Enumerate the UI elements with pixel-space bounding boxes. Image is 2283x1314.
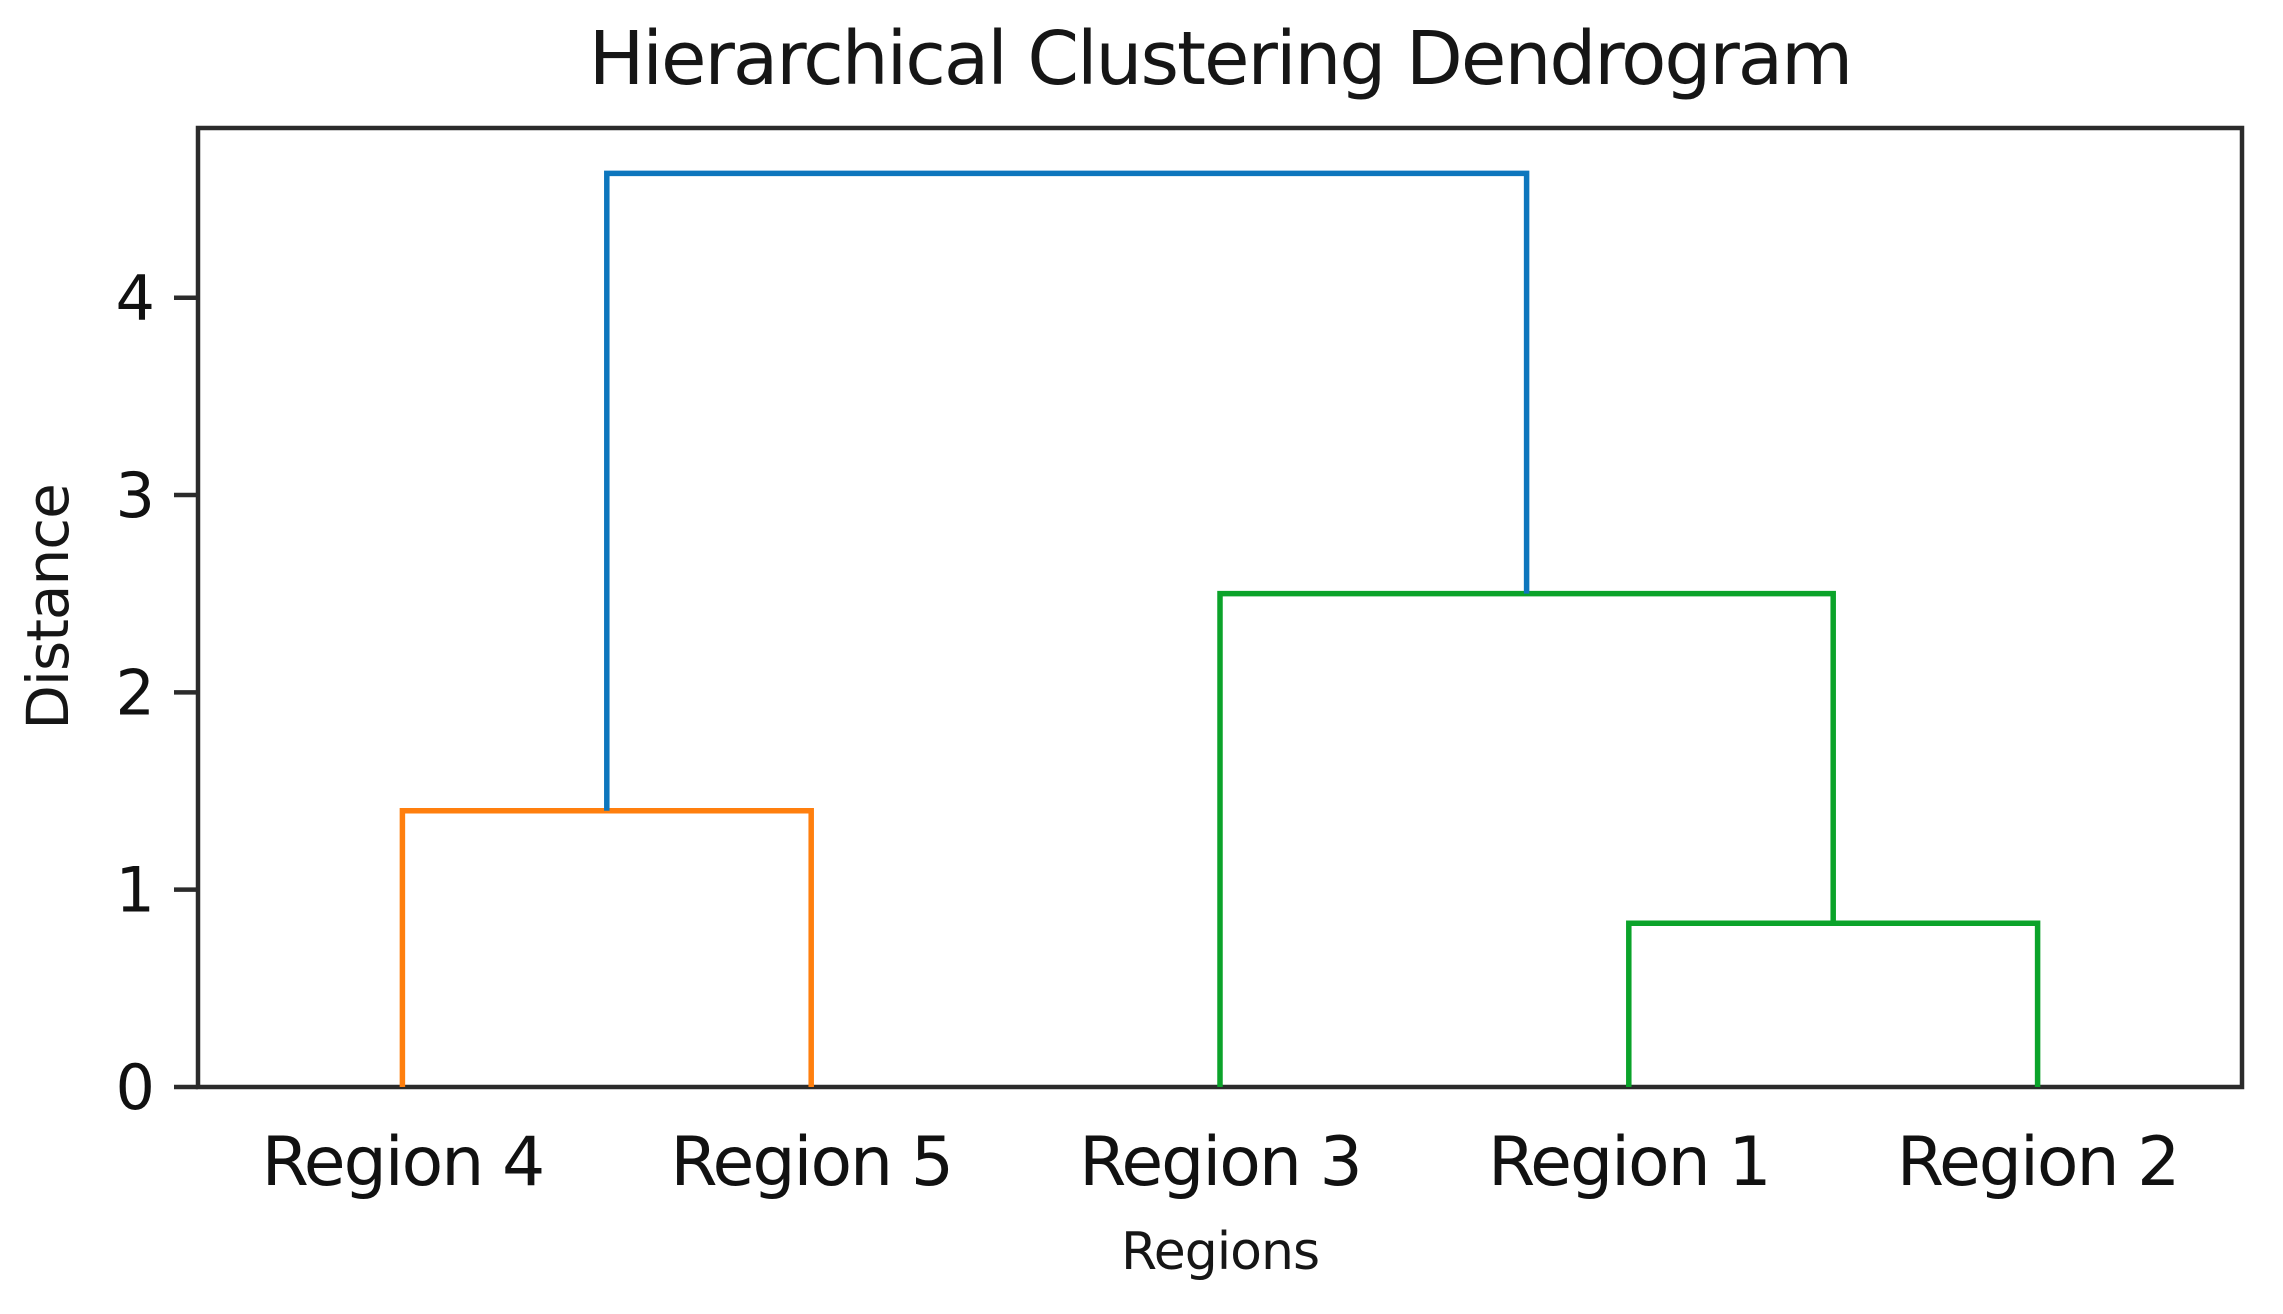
x-tick-label: Region 5 — [670, 1123, 952, 1202]
y-tick-label: 4 — [116, 262, 154, 335]
dendrogram-link-C0 — [399, 807, 814, 1087]
x-axis-label: Regions — [1120, 1222, 1320, 1282]
y-tick-label: 0 — [116, 1051, 154, 1124]
x-tick-label: Region 2 — [1897, 1123, 2179, 1202]
y-tick-label: 2 — [116, 656, 154, 729]
x-tick-label: Region 3 — [1079, 1123, 1361, 1202]
x-tick-label: Region 4 — [262, 1123, 544, 1202]
dendrogram-link-C3 — [604, 170, 1530, 811]
y-tick-label: 3 — [116, 459, 154, 532]
y-tick-label: 1 — [116, 854, 154, 927]
x-tick-label: Region 1 — [1488, 1123, 1770, 1202]
dendrogram-link-C2 — [1217, 590, 1836, 1087]
dendrogram-link-C1 — [1626, 920, 2041, 1087]
chart-title: Hierarchical Clustering Dendrogram — [588, 16, 1853, 102]
